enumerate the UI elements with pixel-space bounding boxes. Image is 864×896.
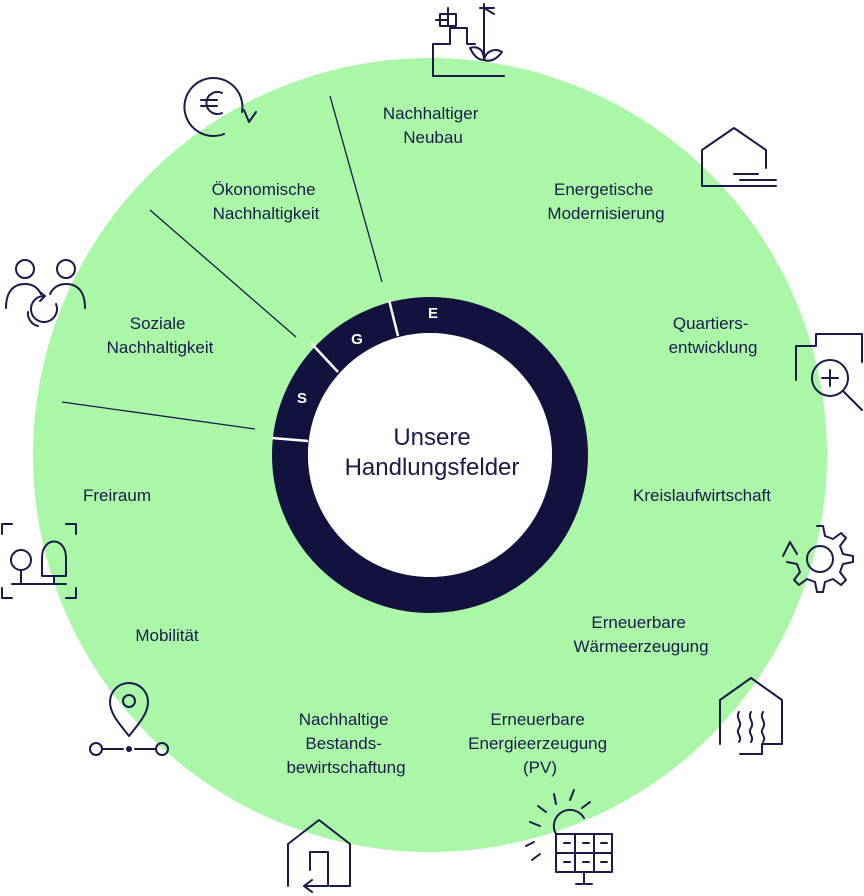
ring-segment-e: E xyxy=(428,305,438,322)
label-line: Nachhaltiger xyxy=(383,104,479,123)
esg-ring xyxy=(272,297,588,613)
label-line: Erneuerbare xyxy=(490,710,585,729)
label-soziale-nachhaltigkeit: Soziale Nachhaltigkeit xyxy=(107,314,214,357)
label-kreislaufwirtschaft: Kreislaufwirtschaft xyxy=(633,486,771,505)
label-line: Modernisierung xyxy=(547,204,664,223)
ring-segment-g: G xyxy=(351,331,363,348)
divider-line-economic xyxy=(149,209,297,338)
label-nachhaltiger-neubau: Nachhaltiger Neubau xyxy=(383,104,483,147)
solar-panel-icon xyxy=(525,789,613,885)
gear-cycle-icon xyxy=(782,525,854,593)
label-mobilitaet: Mobilität xyxy=(135,626,199,645)
label-line: entwicklung xyxy=(669,338,758,357)
divider-line-social xyxy=(61,401,256,430)
label-line: Mobilität xyxy=(135,626,199,645)
location-route-icon xyxy=(89,682,169,756)
building-crane-icon xyxy=(432,3,505,77)
label-quartiersentwicklung: Quartiers- entwicklung xyxy=(669,314,758,357)
label-line: Energieerzeugung xyxy=(468,734,607,753)
label-line: Nachhaltigkeit xyxy=(107,338,214,357)
label-line: Energetische xyxy=(554,180,653,199)
house-insulation-icon xyxy=(701,127,777,187)
label-bestandsbewirtschaftung: Nachhaltige Bestands- bewirtschaftung xyxy=(286,710,405,777)
trees-frame-icon xyxy=(1,523,77,599)
label-energetische-modernisierung: Energetische Modernisierung xyxy=(547,180,664,223)
label-line: Kreislaufwirtschaft xyxy=(633,486,771,505)
label-line: bewirtschaftung xyxy=(286,758,405,777)
label-line: Quartiers- xyxy=(673,314,749,333)
label-freiraum: Freiraum xyxy=(83,486,151,505)
district-magnifier-icon xyxy=(795,333,863,411)
label-erneuerbare-energie: Erneuerbare Energieerzeugung (PV) xyxy=(468,710,612,777)
center-circle xyxy=(308,333,552,577)
center-title-line1: Unsere xyxy=(393,424,470,451)
ring-separator-2 xyxy=(310,342,339,373)
label-oekonomische-nachhaltigkeit: Ökonomische Nachhaltigkeit xyxy=(212,180,321,223)
euro-cycle-icon xyxy=(183,77,257,137)
house-heat-icon xyxy=(719,677,783,755)
label-line: Soziale xyxy=(130,314,186,333)
label-line: Bestands- xyxy=(305,734,382,753)
label-line: Wärmeerzeugung xyxy=(573,637,708,656)
house-return-icon xyxy=(287,819,351,893)
label-line: Nachhaltigkeit xyxy=(213,204,320,223)
divider-line-ecologic xyxy=(329,95,383,283)
label-line: Erneuerbare xyxy=(591,613,686,632)
label-line: Neubau xyxy=(403,128,463,147)
label-erneuerbare-waerme: Erneuerbare Wärmeerzeugung xyxy=(573,613,708,656)
people-cycle-icon xyxy=(5,259,86,327)
ring-separator-3 xyxy=(387,299,400,337)
label-line: (PV) xyxy=(523,758,557,777)
center-title-line2: Handlungsfelder xyxy=(345,454,520,481)
ring-separator-1 xyxy=(271,436,309,443)
label-line: Nachhaltige xyxy=(299,710,389,729)
label-line: Ökonomische xyxy=(212,180,316,199)
label-line: Freiraum xyxy=(83,486,151,505)
ring-segment-s: S xyxy=(297,390,307,407)
